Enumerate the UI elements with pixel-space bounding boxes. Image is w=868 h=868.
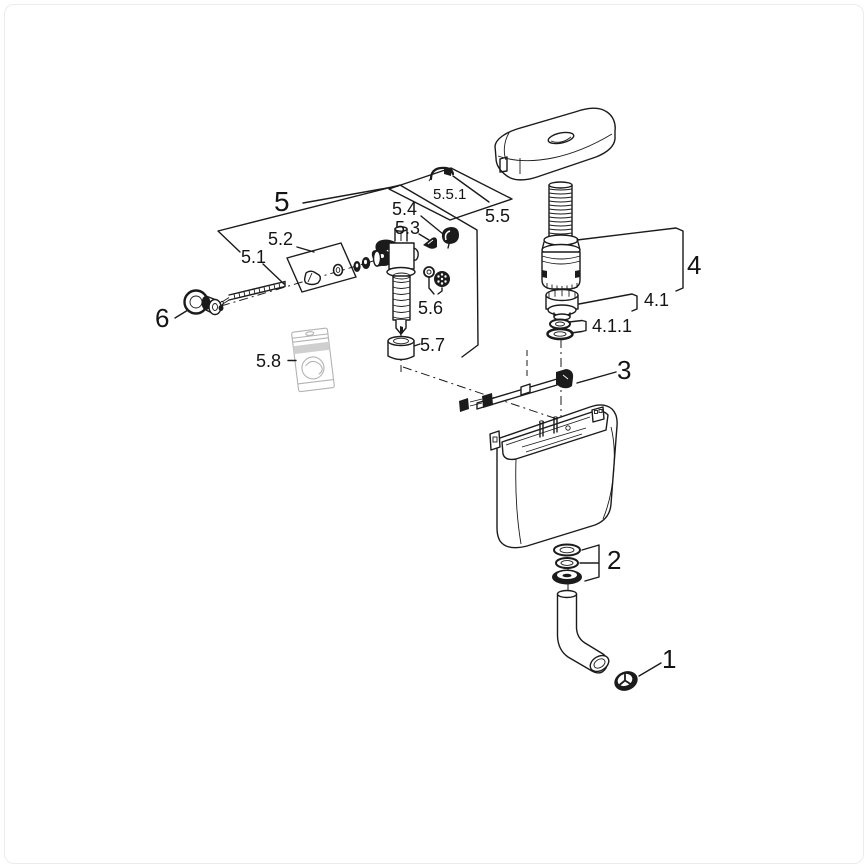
label-part-2: 2 <box>607 545 621 575</box>
label-part-5: 5 <box>274 186 290 217</box>
label-part-6: 6 <box>155 303 169 333</box>
lid-finger-slot <box>547 131 575 145</box>
valve-neck <box>543 234 579 246</box>
label-part-3: 3 <box>617 355 631 385</box>
spindle-rod <box>220 280 286 306</box>
cone-seal <box>423 237 437 249</box>
label-part-5-7: 5.7 <box>420 335 445 355</box>
group-5-frame <box>217 167 513 358</box>
outlet-seal-set <box>552 543 582 585</box>
box-5-2-parts <box>303 263 344 286</box>
label-part-5-5-1: 5.5.1 <box>433 186 466 203</box>
inlet-washers <box>353 257 371 272</box>
retaining-clip <box>428 166 455 182</box>
flush-pipe <box>556 589 610 674</box>
actuation-knob <box>183 289 224 316</box>
bushing <box>387 335 415 361</box>
valve-body <box>541 251 581 290</box>
tank-body <box>489 404 618 549</box>
part-labels: 5 6 5.1 5.2 5.3 5.4 5.5 5.5.1 5.6 5.7 5.… <box>155 186 701 674</box>
box-5-5 <box>388 167 513 221</box>
label-part-5-2: 5.2 <box>268 229 293 249</box>
plug-cone <box>303 270 322 286</box>
small-ring <box>332 263 344 277</box>
label-part-1: 1 <box>662 644 676 674</box>
label-part-4-1-1: 4.1.1 <box>592 316 632 336</box>
box-5-2 <box>286 242 357 293</box>
seal-ring <box>423 266 435 278</box>
label-part-4: 4 <box>687 250 701 280</box>
label-part-4-1: 4.1 <box>644 290 669 310</box>
cistern-lid <box>494 107 616 181</box>
tank-tab-left <box>489 430 501 451</box>
label-part-5-1: 5.1 <box>241 247 266 267</box>
leader-lines <box>174 215 684 677</box>
label-part-5-6: 5.6 <box>418 298 443 318</box>
filter-set <box>423 266 450 287</box>
valve-collar <box>386 266 416 278</box>
seal-washers <box>546 318 574 341</box>
fill-valve <box>371 226 419 335</box>
grease-packet <box>291 327 335 393</box>
label-part-5-4: 5.4 <box>392 199 417 219</box>
valve-cap <box>441 227 459 249</box>
label-part-5-8: 5.8 <box>256 351 281 371</box>
label-part-5-3: 5.3 <box>395 218 420 238</box>
flush-valve <box>541 181 581 294</box>
label-part-5-5: 5.5 <box>485 206 510 226</box>
pipe-gasket <box>614 671 638 691</box>
connection-nut <box>545 288 579 321</box>
crossbar-rod <box>459 369 574 412</box>
